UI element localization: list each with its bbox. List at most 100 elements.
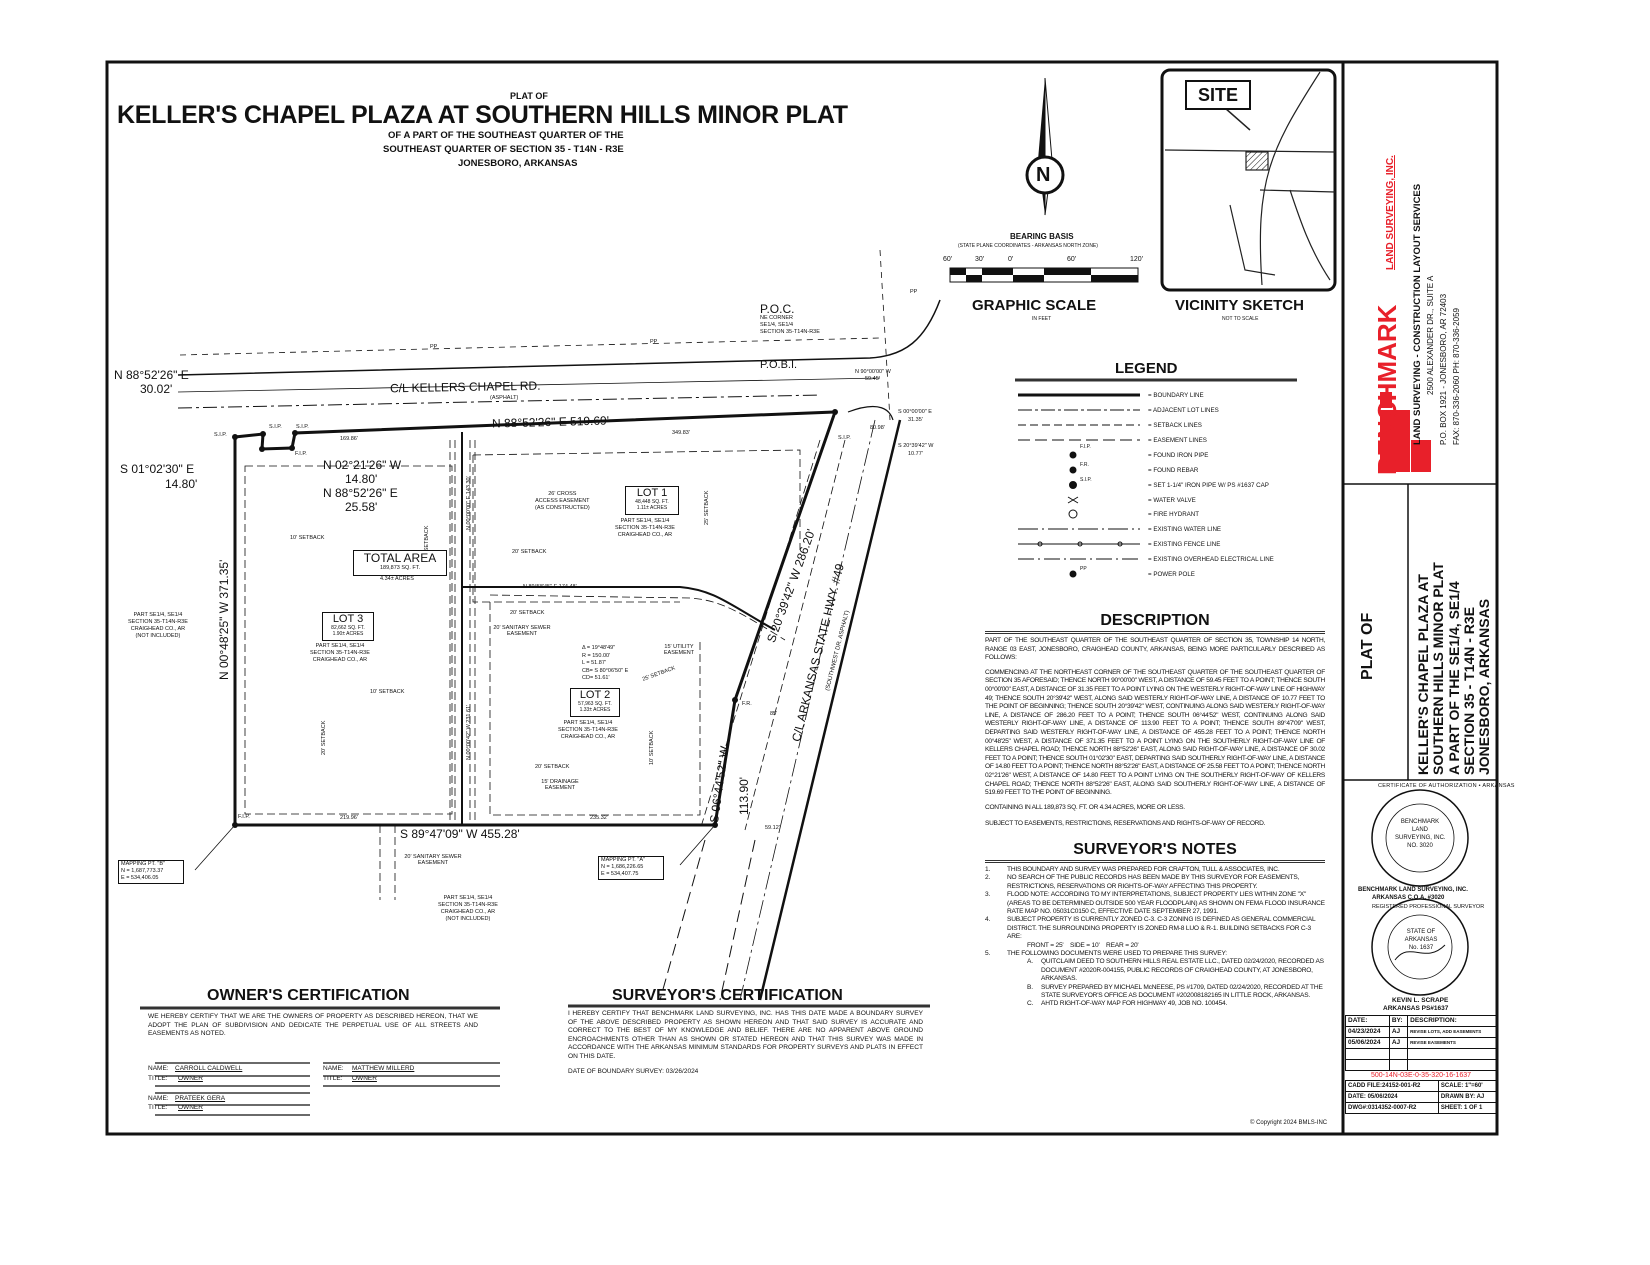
call-n8852-dist: 25.58': [345, 500, 378, 514]
scale-tick: 30': [975, 256, 985, 263]
boundary-survey-date: DATE OF BOUNDARY SURVEY: 03/26/2024: [568, 1067, 699, 1075]
legend-symbol-label: S.I.P.: [1080, 477, 1092, 483]
poc-sub: SECTION 35-T14N-R3E: [760, 329, 820, 335]
legend-item: = FOUND IRON PIPE: [1148, 452, 1209, 459]
vicinity-roads: [1164, 71, 1336, 286]
lot-3-sqft: 82,662 SQ. FT.: [331, 625, 365, 631]
easement-text: ACCESS EASEMENT: [535, 498, 590, 504]
legend-symbol-label: PP: [1080, 566, 1087, 572]
lot-1-sqft: 48,448 SQ. FT.: [635, 499, 669, 505]
scale-label: SCALE:: [1440, 1083, 1464, 1089]
call-poc-2-dist: 31.35': [908, 417, 923, 423]
call-nw-dist: 30.02': [140, 382, 173, 396]
call-s0102: S 01°02'30" E: [120, 462, 195, 476]
total-area-box: TOTAL AREA 189,873 SQ. FT.: [353, 550, 447, 576]
marker-label: S.I.P.: [838, 435, 851, 441]
owner-2-name: MATTHEW MILLERD: [352, 1065, 415, 1072]
title-block-plat-of: PLAT OF: [1359, 612, 1376, 680]
revision-by: [1388, 1059, 1409, 1071]
description-area: CONTAINING IN ALL 189,873 SQ. FT. OR 4.3…: [985, 803, 1185, 811]
adj-line: SECTION 35-T14N-R3E: [438, 902, 498, 908]
revision-date: 05/06/2024: [1345, 1037, 1390, 1049]
pls-seal-icon: [1371, 898, 1469, 996]
company-phone: FAX: 870-336-2060 PH: 870-336-2059: [1452, 308, 1461, 445]
revision-date: [1345, 1048, 1390, 1060]
note-item: 4.SUBJECT PROPERTY IS CURRENTLY ZONED C-…: [985, 916, 1325, 941]
owner-1-title-label: TITLE:: [148, 1075, 168, 1082]
coa-seal-ring-text: CERTIFICATE OF AUTHORIZATION • ARKANSAS: [1378, 783, 1515, 789]
dim-85: 85': [770, 711, 778, 717]
seal-text: ARKANSAS: [1404, 937, 1438, 943]
dim-59: 59.12': [765, 825, 780, 831]
marker-label: F.I.P.: [238, 814, 250, 820]
setback-label: 20' SETBACK: [535, 764, 570, 770]
title-block-line-3: A PART OF THE SE1/4, SE1/4: [1446, 581, 1462, 775]
legend-item: = EXISTING FENCE LINE: [1148, 541, 1221, 548]
note-item: C.AHTD RIGHT-OF-WAY MAP FOR HIGHWAY 49, …: [985, 1000, 1325, 1008]
coa-caption-1: BENCHMARK LAND SURVEYING, INC.: [1358, 887, 1468, 893]
owner-2-title: OWNER: [352, 1075, 377, 1082]
title-block-line-2: SOUTHERN HILLS MINOR PLAT: [1430, 562, 1446, 775]
dim-349: 349.83': [672, 430, 690, 436]
note-item: B.SURVEY PREPARED BY MICHAEL McNEESE, PS…: [985, 984, 1325, 1001]
benchmark-logo-icon: [1380, 392, 1431, 472]
call-north: N 88°52'26" E 519.69': [491, 413, 610, 431]
lot-2-box: LOT 2 57,963 SQ. FT. 1.33± ACRES: [570, 688, 620, 717]
call-east-2-dist: 113.90': [737, 776, 751, 815]
lot-desc-line: PART SE1/4, SE1/4: [620, 518, 670, 524]
inner-call-n00b: N 00°00'42" W 231.61': [466, 704, 472, 760]
note-item: 5.THE FOLLOWING DOCUMENTS WERE USED TO P…: [985, 950, 1325, 958]
title-sub-3: JONESBORO, ARKANSAS: [458, 158, 578, 169]
bearing-basis: BEARING BASIS: [1010, 232, 1074, 241]
seal-text: STATE OF: [1406, 929, 1436, 935]
note-number: C.: [1027, 1000, 1034, 1008]
note-number: 1.: [985, 865, 991, 873]
setback-label: 10' SETBACK: [370, 689, 405, 695]
legend-symbol-label: F.R.: [1080, 462, 1089, 468]
title-block-line-5: JONESBORO, ARKANSAS: [1476, 598, 1492, 775]
surveyor-cert-text: I HEREBY CERTIFY THAT BENCHMARK LAND SUR…: [568, 1010, 923, 1060]
cadd-file: 24152-001-R2: [1382, 1083, 1421, 1089]
revision-by: [1388, 1048, 1409, 1060]
setback-label: 10' SETBACK: [290, 535, 325, 541]
note-item: 1. THIS BOUNDARY AND SURVEY WAS PREPARED …: [985, 866, 1325, 874]
note-number: 4.: [985, 916, 991, 924]
company-name-suffix: LAND SURVEYING, INC.: [1385, 155, 1396, 270]
copyright: © Copyright 2024 BMLS-INC: [1250, 1120, 1328, 1126]
adj-line: (NOT INCLUDED): [445, 916, 491, 922]
scale-units: IN FEET: [1032, 316, 1052, 322]
kellers-chapel-road: [177, 299, 941, 409]
note-number: B.: [1027, 983, 1033, 991]
call-poc-1-dist: 59.45': [865, 376, 880, 382]
call-n0221: N 02°21'26" W: [323, 458, 402, 472]
lot-desc-line: SECTION 35-T14N-R3E: [310, 650, 370, 656]
adj-line: (NOT INCLUDED): [135, 633, 181, 639]
coa-seal-icon: [1371, 789, 1469, 887]
scale-tick: 120': [1130, 256, 1144, 263]
call-poc-3-dist: 10.77': [908, 451, 923, 457]
page-title: KELLER'S CHAPEL PLAZA AT SOUTHERN HILLS …: [117, 101, 848, 129]
sewer-easement-label: 20' SANITARY SEWER EASEMENT: [404, 854, 462, 866]
note-number: 5.: [985, 949, 991, 957]
north-arrow-icon: [1025, 77, 1065, 216]
owner-2-name-label: NAME:: [323, 1065, 344, 1072]
surveyors-notes-title: SURVEYOR'S NOTES: [985, 841, 1325, 863]
highway-49: [659, 406, 902, 1001]
call-poc-2: S 00°00'00" E: [898, 409, 932, 415]
total-area-acres: 4.34± ACRES: [380, 576, 414, 582]
survey-monuments: [232, 409, 838, 828]
company-address-2: P.O. BOX 1921 - JONESBORO, AR 72403: [1439, 293, 1448, 445]
revision-description: [1407, 1059, 1497, 1071]
sheet-number: 1 OF 1: [1463, 1105, 1483, 1111]
note-text: THIS BOUNDARY AND SURVEY WAS PREPARED FO…: [1007, 865, 1280, 873]
dwg-number: 0314352-0007-R2: [1368, 1105, 1417, 1111]
legend-title: LEGEND: [1115, 360, 1178, 377]
